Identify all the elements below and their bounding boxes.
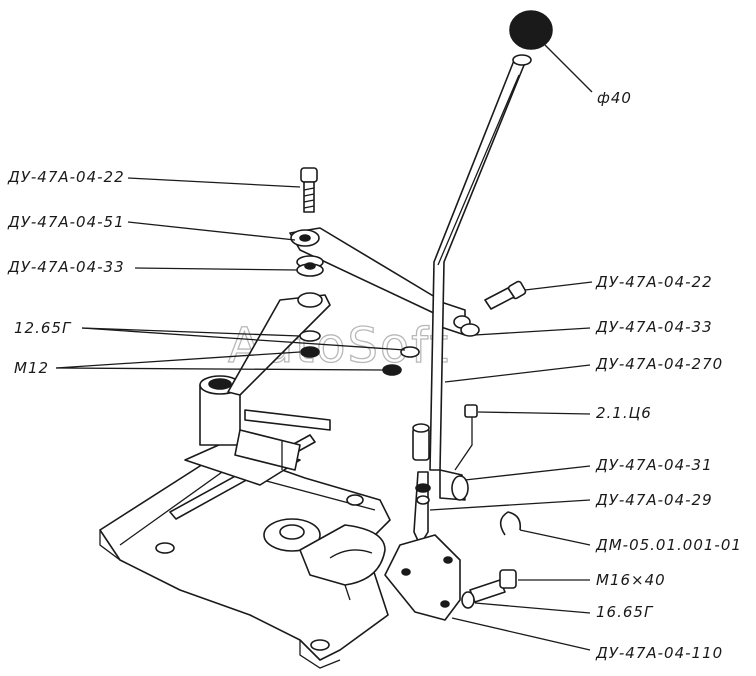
right-bolt — [484, 280, 527, 310]
label-bolt-m16: М16×40 — [596, 571, 666, 589]
label-pin: 2.1.Ц6 — [596, 404, 652, 422]
base-bolt-hole-front — [310, 639, 330, 651]
link-rod — [413, 471, 431, 546]
lever-knob — [509, 10, 553, 66]
label-right-bolt: ДУ-47А-04-22 — [595, 273, 713, 291]
bolt-m16 — [469, 569, 517, 603]
bottom-bracket — [384, 534, 461, 621]
leader-lines — [55, 44, 593, 651]
label-nuts-left: М12 — [14, 359, 49, 377]
base-plate — [99, 449, 391, 669]
label-shift-lever: ДУ-47А-04-270 — [595, 355, 723, 373]
cotter-pin — [454, 404, 478, 471]
left-bolt — [300, 167, 318, 213]
pivot-bushing — [439, 469, 469, 501]
washer-16 — [461, 591, 475, 609]
circlip-part — [499, 511, 522, 536]
label-right-spring: ДУ-47А-04-33 — [595, 318, 713, 336]
label-knob-diameter: ф40 — [597, 89, 632, 107]
left-pivot-tower — [184, 375, 331, 486]
left-spring-washer — [296, 255, 324, 277]
label-bracket: ДУ-47А-04-110 — [595, 644, 723, 662]
label-left-spring: ДУ-47А-04-33 — [7, 258, 125, 276]
main-shift-lever — [429, 57, 528, 471]
right-spring-washer — [460, 323, 480, 337]
base-bolt-hole-right — [346, 494, 364, 506]
label-washer-16: 16.65Г — [596, 603, 654, 621]
label-circlip: ДМ-05.01.001-01 — [595, 536, 742, 554]
left-washers-nuts — [299, 330, 420, 376]
label-left-lever: ДУ-47А-04-51 — [7, 213, 125, 231]
left-lever-arm — [227, 227, 441, 396]
label-rod: ДУ-47А-04-29 — [595, 491, 713, 509]
base-slotted-plate — [299, 524, 386, 586]
lever-bushing — [412, 423, 430, 461]
label-bushing: ДУ-47А-04-31 — [595, 456, 713, 474]
base-bolt-hole-left — [155, 542, 175, 554]
label-washers-left: 12.65Г — [14, 319, 72, 337]
label-left-bolt: ДУ-47А-04-22 — [7, 168, 125, 186]
